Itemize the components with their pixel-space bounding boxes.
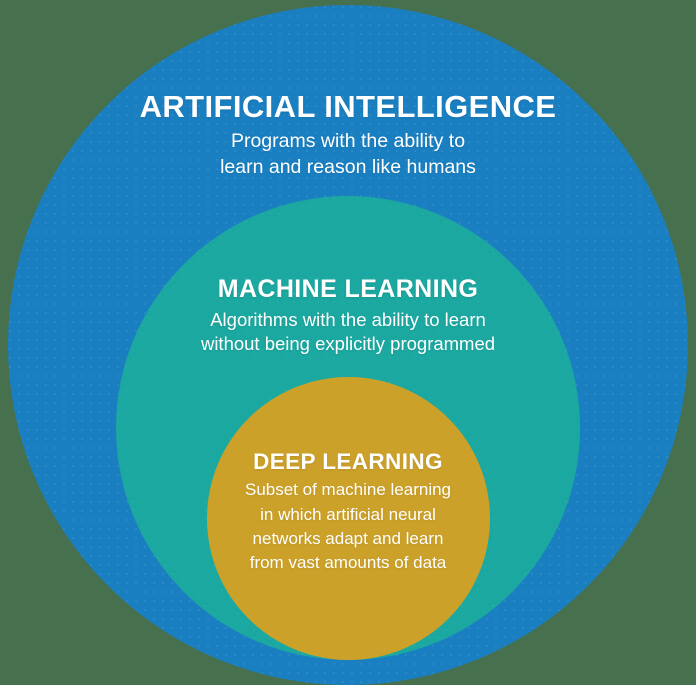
label-artificial-intelligence: ARTIFICIAL INTELLIGENCE Programs with th… bbox=[0, 88, 696, 180]
description-deep-learning: Subset of machine learning in which arti… bbox=[0, 478, 696, 575]
label-machine-learning: MACHINE LEARNING Algorithms with the abi… bbox=[0, 274, 696, 357]
description-artificial-intelligence: Programs with the ability to learn and r… bbox=[0, 129, 696, 180]
title-machine-learning: MACHINE LEARNING bbox=[217, 275, 479, 303]
description-line: Algorithms with the ability to learn bbox=[210, 308, 486, 330]
description-line: from vast amounts of data bbox=[249, 552, 447, 572]
description-machine-learning: Algorithms with the ability to learn wit… bbox=[0, 308, 696, 358]
description-line: without being explicitly programmed bbox=[200, 333, 496, 355]
circle-machine-learning bbox=[116, 196, 580, 660]
description-line: networks adapt and learn bbox=[252, 528, 444, 548]
description-line: Subset of machine learning bbox=[244, 480, 452, 500]
label-deep-learning: DEEP LEARNING Subset of machine learning… bbox=[0, 448, 696, 575]
description-line: learn and reason like humans bbox=[220, 155, 476, 178]
description-line: Programs with the ability to bbox=[230, 129, 466, 152]
title-artificial-intelligence: ARTIFICIAL INTELLIGENCE bbox=[139, 89, 557, 124]
title-deep-learning: DEEP LEARNING bbox=[253, 449, 443, 474]
description-line: in which artificial neural bbox=[260, 504, 436, 524]
circle-deep-learning bbox=[207, 377, 490, 660]
